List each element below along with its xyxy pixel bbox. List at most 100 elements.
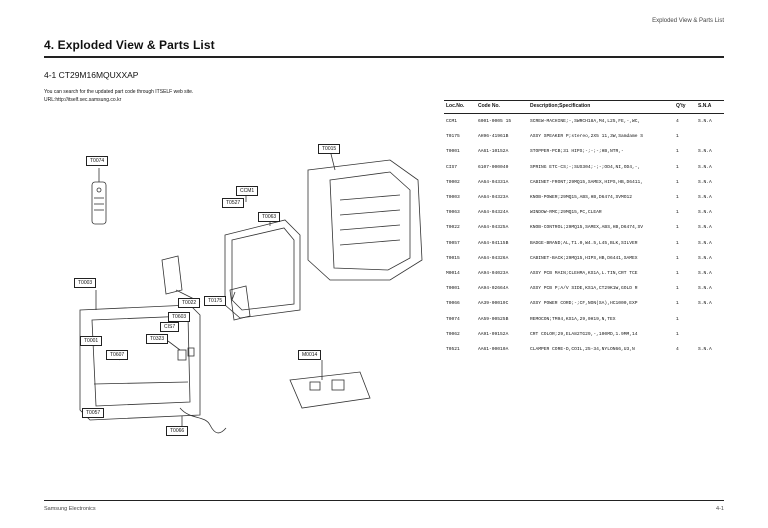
- description-cell: REMOCON;TM94,KS1A,29,0H19,N,TEX: [530, 316, 616, 322]
- loc-no-cell: CCM1: [446, 119, 458, 125]
- description-cell: WINDOW-RMC;29MQ15,PC,CLEAR: [530, 210, 602, 216]
- qty-cell: 1: [676, 255, 679, 261]
- code-no-cell: AA61-10152A: [478, 149, 509, 155]
- col-sna: S.N.A: [696, 100, 724, 114]
- table-row: T0066 AA39-00019C ASSY POWER CORD;-;CF,NON…: [444, 296, 724, 311]
- callout-T0015: T0015: [318, 144, 341, 154]
- table-row: T0057 AA64-04115B BADGE-BRAND;AL,T1.0,W4.5…: [444, 236, 724, 251]
- code-no-cell: AH96-41961B: [478, 134, 509, 140]
- sna-cell: S.N.A: [698, 119, 712, 125]
- header-section-label: Exploded View & Parts List: [652, 18, 724, 24]
- footer-rule: [44, 500, 724, 501]
- loc-no-cell: T0057: [446, 240, 460, 246]
- description-cell: KNOB-CONTROL;29MQ15,SAMEX,ABS,HB,D6474,S…: [530, 225, 644, 231]
- exploded-view-art: [79, 149, 423, 434]
- qty-cell: 1: [676, 164, 679, 170]
- exploded-view-diagram: T0074 T0015 CCM1 T0527 T0063 T0003 T0022…: [70, 140, 450, 440]
- callout-CIS7: CIS7: [160, 322, 180, 332]
- description-cell: ASSY PCB P;A/V SIDE,KS1A,CT29K1W,GOLD R: [530, 286, 638, 292]
- table-row: T0022 AA64-04325A KNOB-CONTROL;29MQ15,SAME…: [444, 220, 724, 235]
- footer-page-number: 4-1: [716, 506, 724, 512]
- callout-T0057: T0057: [82, 408, 105, 418]
- code-no-cell: AA64-04331A: [478, 179, 509, 185]
- loc-no-cell: T0003: [446, 195, 460, 201]
- loc-no-cell: CIS7: [446, 164, 458, 170]
- code-no-cell: AA64-04115B: [478, 240, 509, 246]
- callout-T0063: T0063: [258, 212, 281, 222]
- sna-cell: S.N.A: [698, 179, 712, 185]
- col-description: Description;Specification: [528, 100, 674, 114]
- parts-table-header-row: Loc.No. Code No. Description;Specificati…: [444, 100, 724, 114]
- col-loc-no: Loc.No.: [444, 100, 476, 114]
- footer-company: Samsung Electronics: [44, 506, 96, 512]
- loc-no-cell: T0066: [446, 301, 460, 307]
- callout-T0607: T0607: [106, 350, 129, 360]
- description-cell: STOPPER-PCB;31 HIPS;-;-;-;HB,NTR,-: [530, 149, 624, 155]
- qty-cell: 1: [676, 179, 679, 185]
- description-cell: SCREW-MACHINE;-,SWRCH18A,M4,L25,FE,-,WC,: [530, 119, 641, 125]
- sna-cell: S.N.A: [698, 286, 712, 292]
- sna-cell: S.N.A: [698, 195, 712, 201]
- description-cell: CABINET-FRONT;29MQ15,SAMEX,HIPS,HB,D6411…: [530, 179, 644, 185]
- qty-cell: 1: [676, 316, 679, 322]
- qty-cell: 1: [676, 225, 679, 231]
- callout-T0175: T0175: [204, 296, 227, 306]
- col-qty: Q'ty: [674, 100, 696, 114]
- code-no-cell: AA64-04325A: [478, 225, 509, 231]
- callout-CCM1: CCM1: [236, 186, 259, 196]
- callout-T0003: T0003: [74, 278, 97, 288]
- sna-cell: [696, 311, 724, 326]
- description-cell: ASSY SPEAKER P;stereo,2X5 11,3W,Samdame …: [530, 134, 644, 140]
- sna-cell: [696, 327, 724, 342]
- qty-cell: 1: [676, 210, 679, 216]
- description-cell: CLAMPER CORE-D,COIL,25-34,NYLON66,U3,N: [530, 346, 635, 352]
- sna-cell: [696, 129, 724, 144]
- col-code-no: Code No.: [476, 100, 528, 114]
- qty-cell: 1: [676, 270, 679, 276]
- loc-no-cell: T0062: [446, 331, 460, 337]
- description-cell: CABINET-BACK;29MQ15,HIPS,HB,D6441,SAMEX: [530, 255, 638, 261]
- description-cell: CRT COLOR;29,ELA82TG29,-,100MD,1.9MM,14: [530, 331, 638, 337]
- code-no-cell: AA64-04324A: [478, 210, 509, 216]
- sna-cell: S.N.A: [698, 240, 712, 246]
- search-note: You can search for the updated part code…: [44, 88, 193, 104]
- table-row: M0014 AA94-04023A ASSY PCB MAIN;CLEHMA,KS1…: [444, 266, 724, 281]
- qty-cell: 1: [676, 240, 679, 246]
- callout-M0014: M0014: [298, 350, 322, 360]
- code-no-cell: 6001-0005 15: [478, 119, 512, 125]
- code-no-cell: AA64-04326A: [478, 255, 509, 261]
- description-cell: ASSY PCB MAIN;CLEHMA,KS1A,L.TIN,CRT TCE: [530, 270, 638, 276]
- loc-no-cell: T0022: [446, 225, 460, 231]
- sna-cell: S.N.A: [698, 346, 712, 352]
- code-no-cell: AA94-04023A: [478, 270, 509, 276]
- parts-list-table: Loc.No. Code No. Description;Specificati…: [444, 100, 724, 357]
- table-row: T0074 AA59-00525B REMOCON;TM94,KS1A,29,0H1…: [444, 311, 724, 326]
- parts-table-body: CCM1 6001-0005 15 SCREW-MACHINE;-,SWRCH18A…: [444, 114, 724, 358]
- sna-cell: S.N.A: [698, 225, 712, 231]
- search-note-url: URL:http://itself.sec.samsung.co.kr: [44, 97, 122, 103]
- loc-no-cell: T0074: [446, 316, 460, 322]
- code-no-cell: AA59-00525B: [478, 316, 509, 322]
- description-cell: ASSY POWER CORD;-;CF,NON(SA),HC1000,EXP: [530, 301, 638, 307]
- description-cell: BADGE-BRAND;AL,T1.0,W4.5,L45,BLK,SILVER: [530, 240, 638, 246]
- callout-T0603: T0603: [168, 312, 191, 322]
- code-no-cell: AA39-00019C: [478, 301, 509, 307]
- sna-cell: S.N.A: [698, 301, 712, 307]
- loc-no-cell: M0014: [446, 270, 460, 276]
- code-no-cell: AA91-09152A: [478, 331, 509, 337]
- callout-T0022: T0022: [178, 298, 201, 308]
- page-title: 4. Exploded View & Parts List: [44, 38, 215, 52]
- qty-cell: 1: [676, 149, 679, 155]
- callout-T0323: T0323: [146, 334, 169, 344]
- code-no-cell: AA61-00010A: [478, 346, 509, 352]
- qty-cell: 4: [676, 119, 679, 125]
- callout-T0074: T0074: [86, 156, 109, 166]
- table-row: T0062 AA91-09152A CRT COLOR;29,ELA82TG29,-…: [444, 327, 724, 342]
- loc-no-cell: T0001: [446, 286, 460, 292]
